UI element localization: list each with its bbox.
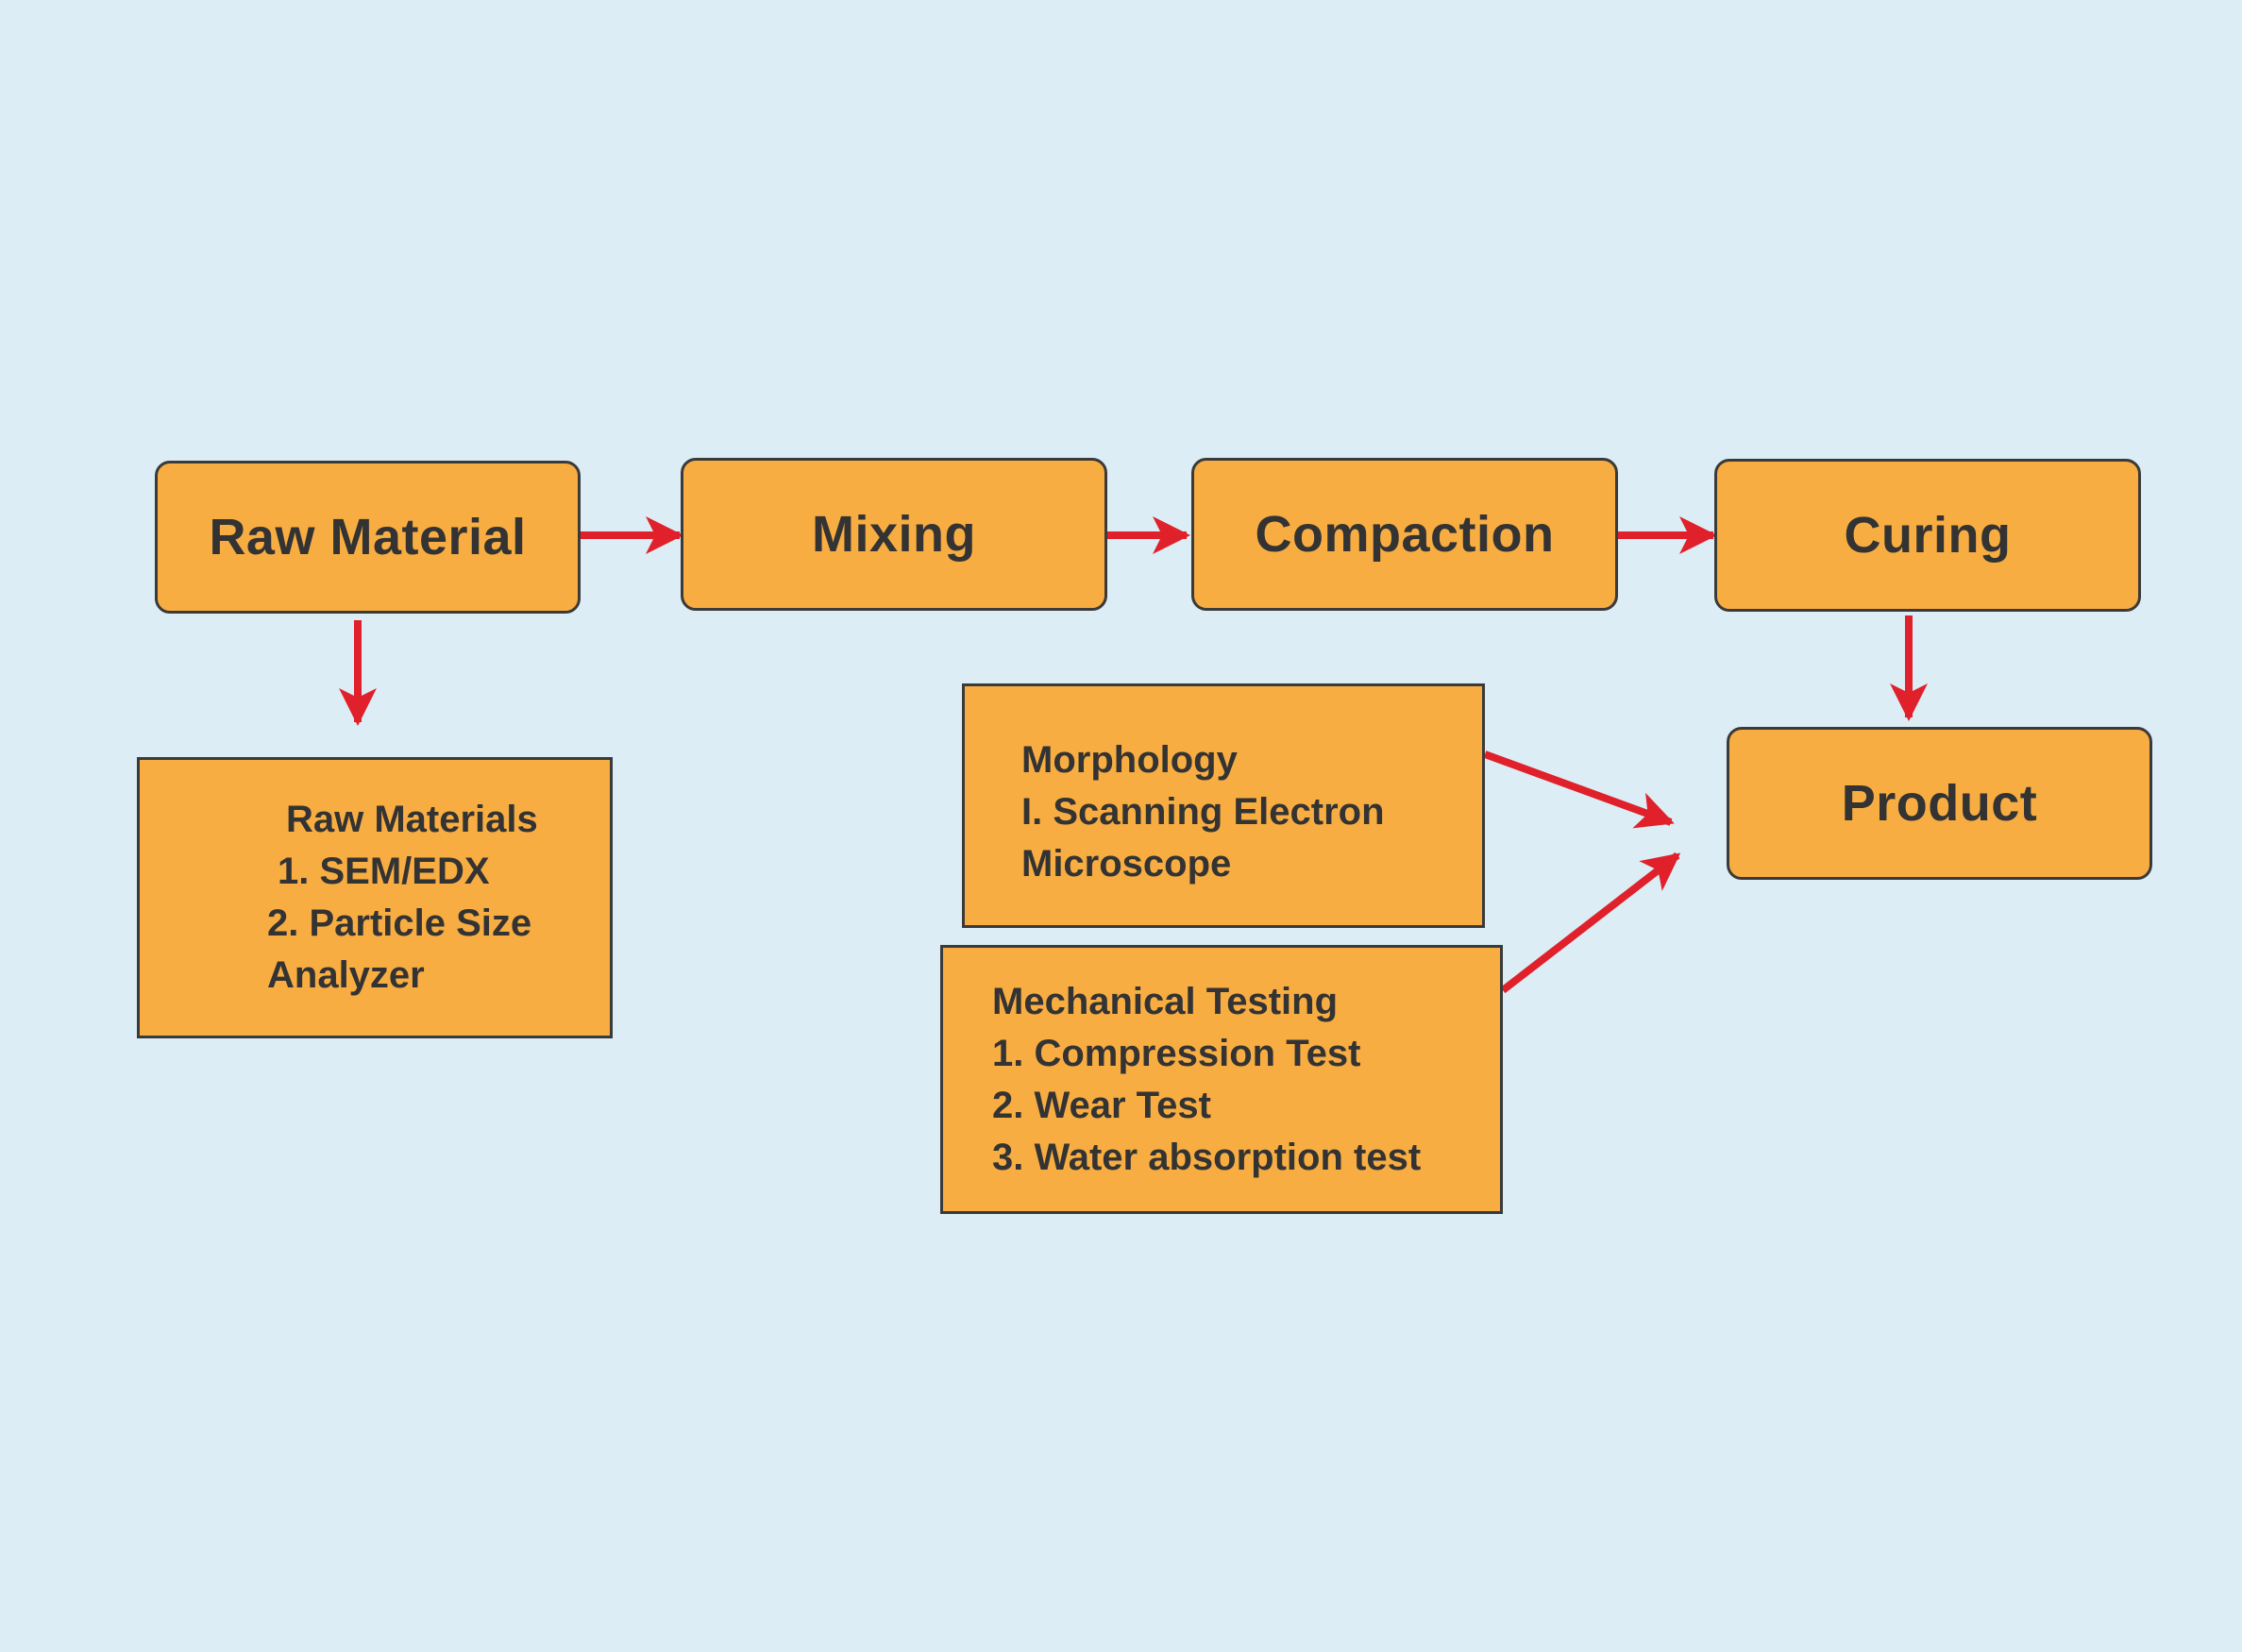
morphology-box: Morphology I. Scanning Electron Microsco… [962, 683, 1485, 928]
step-compaction: Compaction [1191, 458, 1618, 611]
morphology-title: Morphology [1021, 739, 1238, 781]
mechanical-testing-box: Mechanical Testing 1. Compression Test 2… [940, 945, 1503, 1214]
mechanical-title: Mechanical Testing [992, 981, 1339, 1022]
mechanical-item-1: 1. Compression Test [992, 1033, 1361, 1074]
mechanical-item-3: 3. Water absorption test [992, 1137, 1422, 1178]
raw-materials-item-1: 1. SEM/EDX [278, 851, 490, 892]
arrow-morphology-to-product [1483, 750, 1675, 829]
step-mixing: Mixing [681, 458, 1107, 611]
step-curing: Curing [1714, 459, 2141, 612]
raw-materials-item-2: 2. Particle Size [267, 902, 532, 944]
morphology-item-2: Microscope [1021, 843, 1232, 885]
step-product: Product [1727, 727, 2152, 880]
step-raw-material: Raw Material [155, 461, 581, 614]
raw-materials-box: Raw Materials 1. SEM/EDX 2. Particle Siz… [137, 757, 613, 1038]
arrow-mechanical-to-product [1500, 851, 1681, 994]
raw-materials-item-3: Analyzer [267, 954, 425, 996]
mechanical-item-2: 2. Wear Test [992, 1085, 1211, 1126]
morphology-item-1: I. Scanning Electron [1021, 791, 1385, 833]
raw-materials-title: Raw Materials [286, 799, 538, 840]
